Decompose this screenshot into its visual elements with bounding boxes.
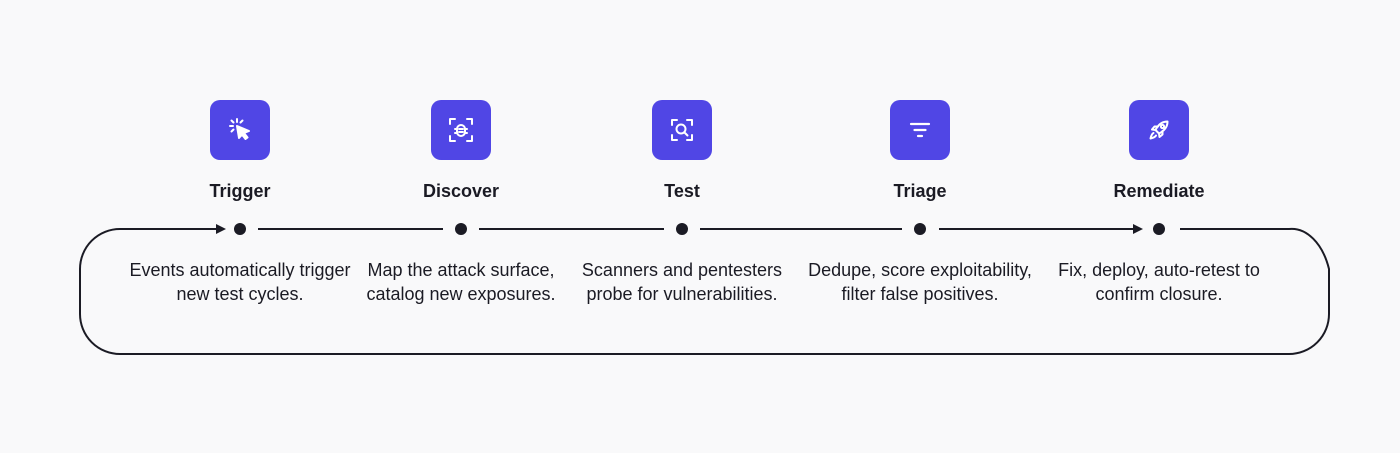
step-title: Triage (893, 181, 947, 201)
step-title: Remediate (1113, 181, 1205, 201)
step-remediate: Remediate (1039, 100, 1279, 202)
step-title: Trigger (209, 181, 271, 201)
loop-path (79, 227, 1330, 355)
search-scan-icon (652, 100, 712, 160)
step-trigger: Trigger (120, 100, 360, 202)
arrowhead-end (1133, 224, 1143, 234)
step-triage: Triage (800, 100, 1040, 202)
node-discover (455, 223, 467, 235)
node-test (676, 223, 688, 235)
step-description-trigger: Events automatically trigger new test cy… (129, 260, 351, 304)
step-description-triage: Dedupe, score exploitability, filter fal… (808, 260, 1032, 304)
bug-scan-icon (431, 100, 491, 160)
step-title: Discover (422, 181, 500, 201)
step-test: Test (562, 100, 802, 202)
node-remediate (1153, 223, 1165, 235)
step-description-discover: Map the attack surface, catalog new expo… (366, 260, 556, 304)
filter-icon (890, 100, 950, 160)
rocket-icon (1129, 100, 1189, 160)
step-title: Test (664, 181, 700, 201)
node-triage (914, 223, 926, 235)
node-trigger (234, 223, 246, 235)
cursor-click-icon (210, 100, 270, 160)
step-description-remediate: Fix, deploy, auto-retest to confirm clos… (1058, 260, 1260, 304)
arrowhead-start (216, 224, 226, 234)
step-description-test: Scanners and pentesters probe for vulner… (581, 260, 783, 304)
step-discover: Discover (341, 100, 581, 202)
